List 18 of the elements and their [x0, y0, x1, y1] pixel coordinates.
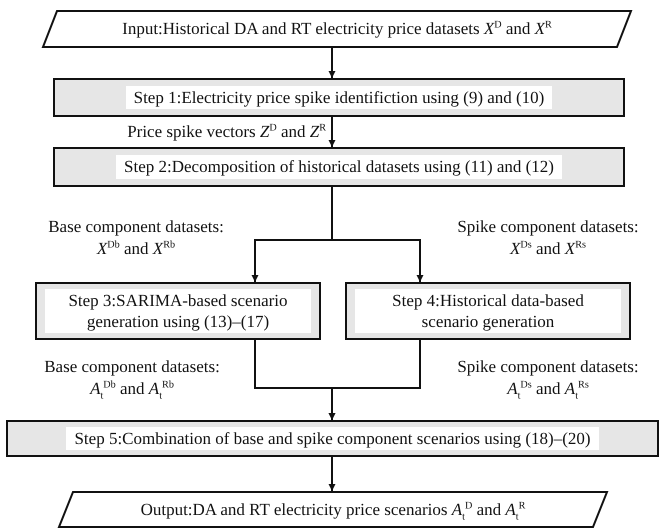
process-box: [53, 78, 625, 117]
node-text: Step 5:Combination of base and spike component scenarios using (18)–(20): [66, 426, 599, 450]
edge-label: Spike component datasets: X$^{Ds}$ and X$^{Rs}$: [456, 216, 640, 260]
process-box: [35, 282, 321, 340]
process-box: [6, 420, 659, 457]
process-box: [53, 147, 625, 187]
node-text: Step 4:Historical data-based scenario generation: [355, 288, 621, 334]
node-text: Step 1:Electricity price spike identifiction using (9) and (10): [126, 86, 552, 110]
node-text: Step 2:Decomposition of historical datasets using (11) and (12): [116, 155, 562, 179]
arrow: [328, 340, 421, 420]
node-text: Input:Historical DA and RT electricity price datasets X$^{D}$ and X$^{R}$: [121, 18, 553, 40]
arrow: [328, 457, 336, 491]
edge-label: Price spike vectors Z$^{D}$ and Z$^{R}$: [126, 121, 326, 143]
process-box: [345, 282, 631, 340]
node-text: Step 3:SARIMA-based scenario generation using (13)–(17): [45, 288, 311, 334]
arrow: [328, 48, 336, 78]
edge-label: Base component datasets: X$^{Db}$ and X$^{Rb}$: [47, 216, 225, 260]
arrow: [328, 117, 336, 147]
